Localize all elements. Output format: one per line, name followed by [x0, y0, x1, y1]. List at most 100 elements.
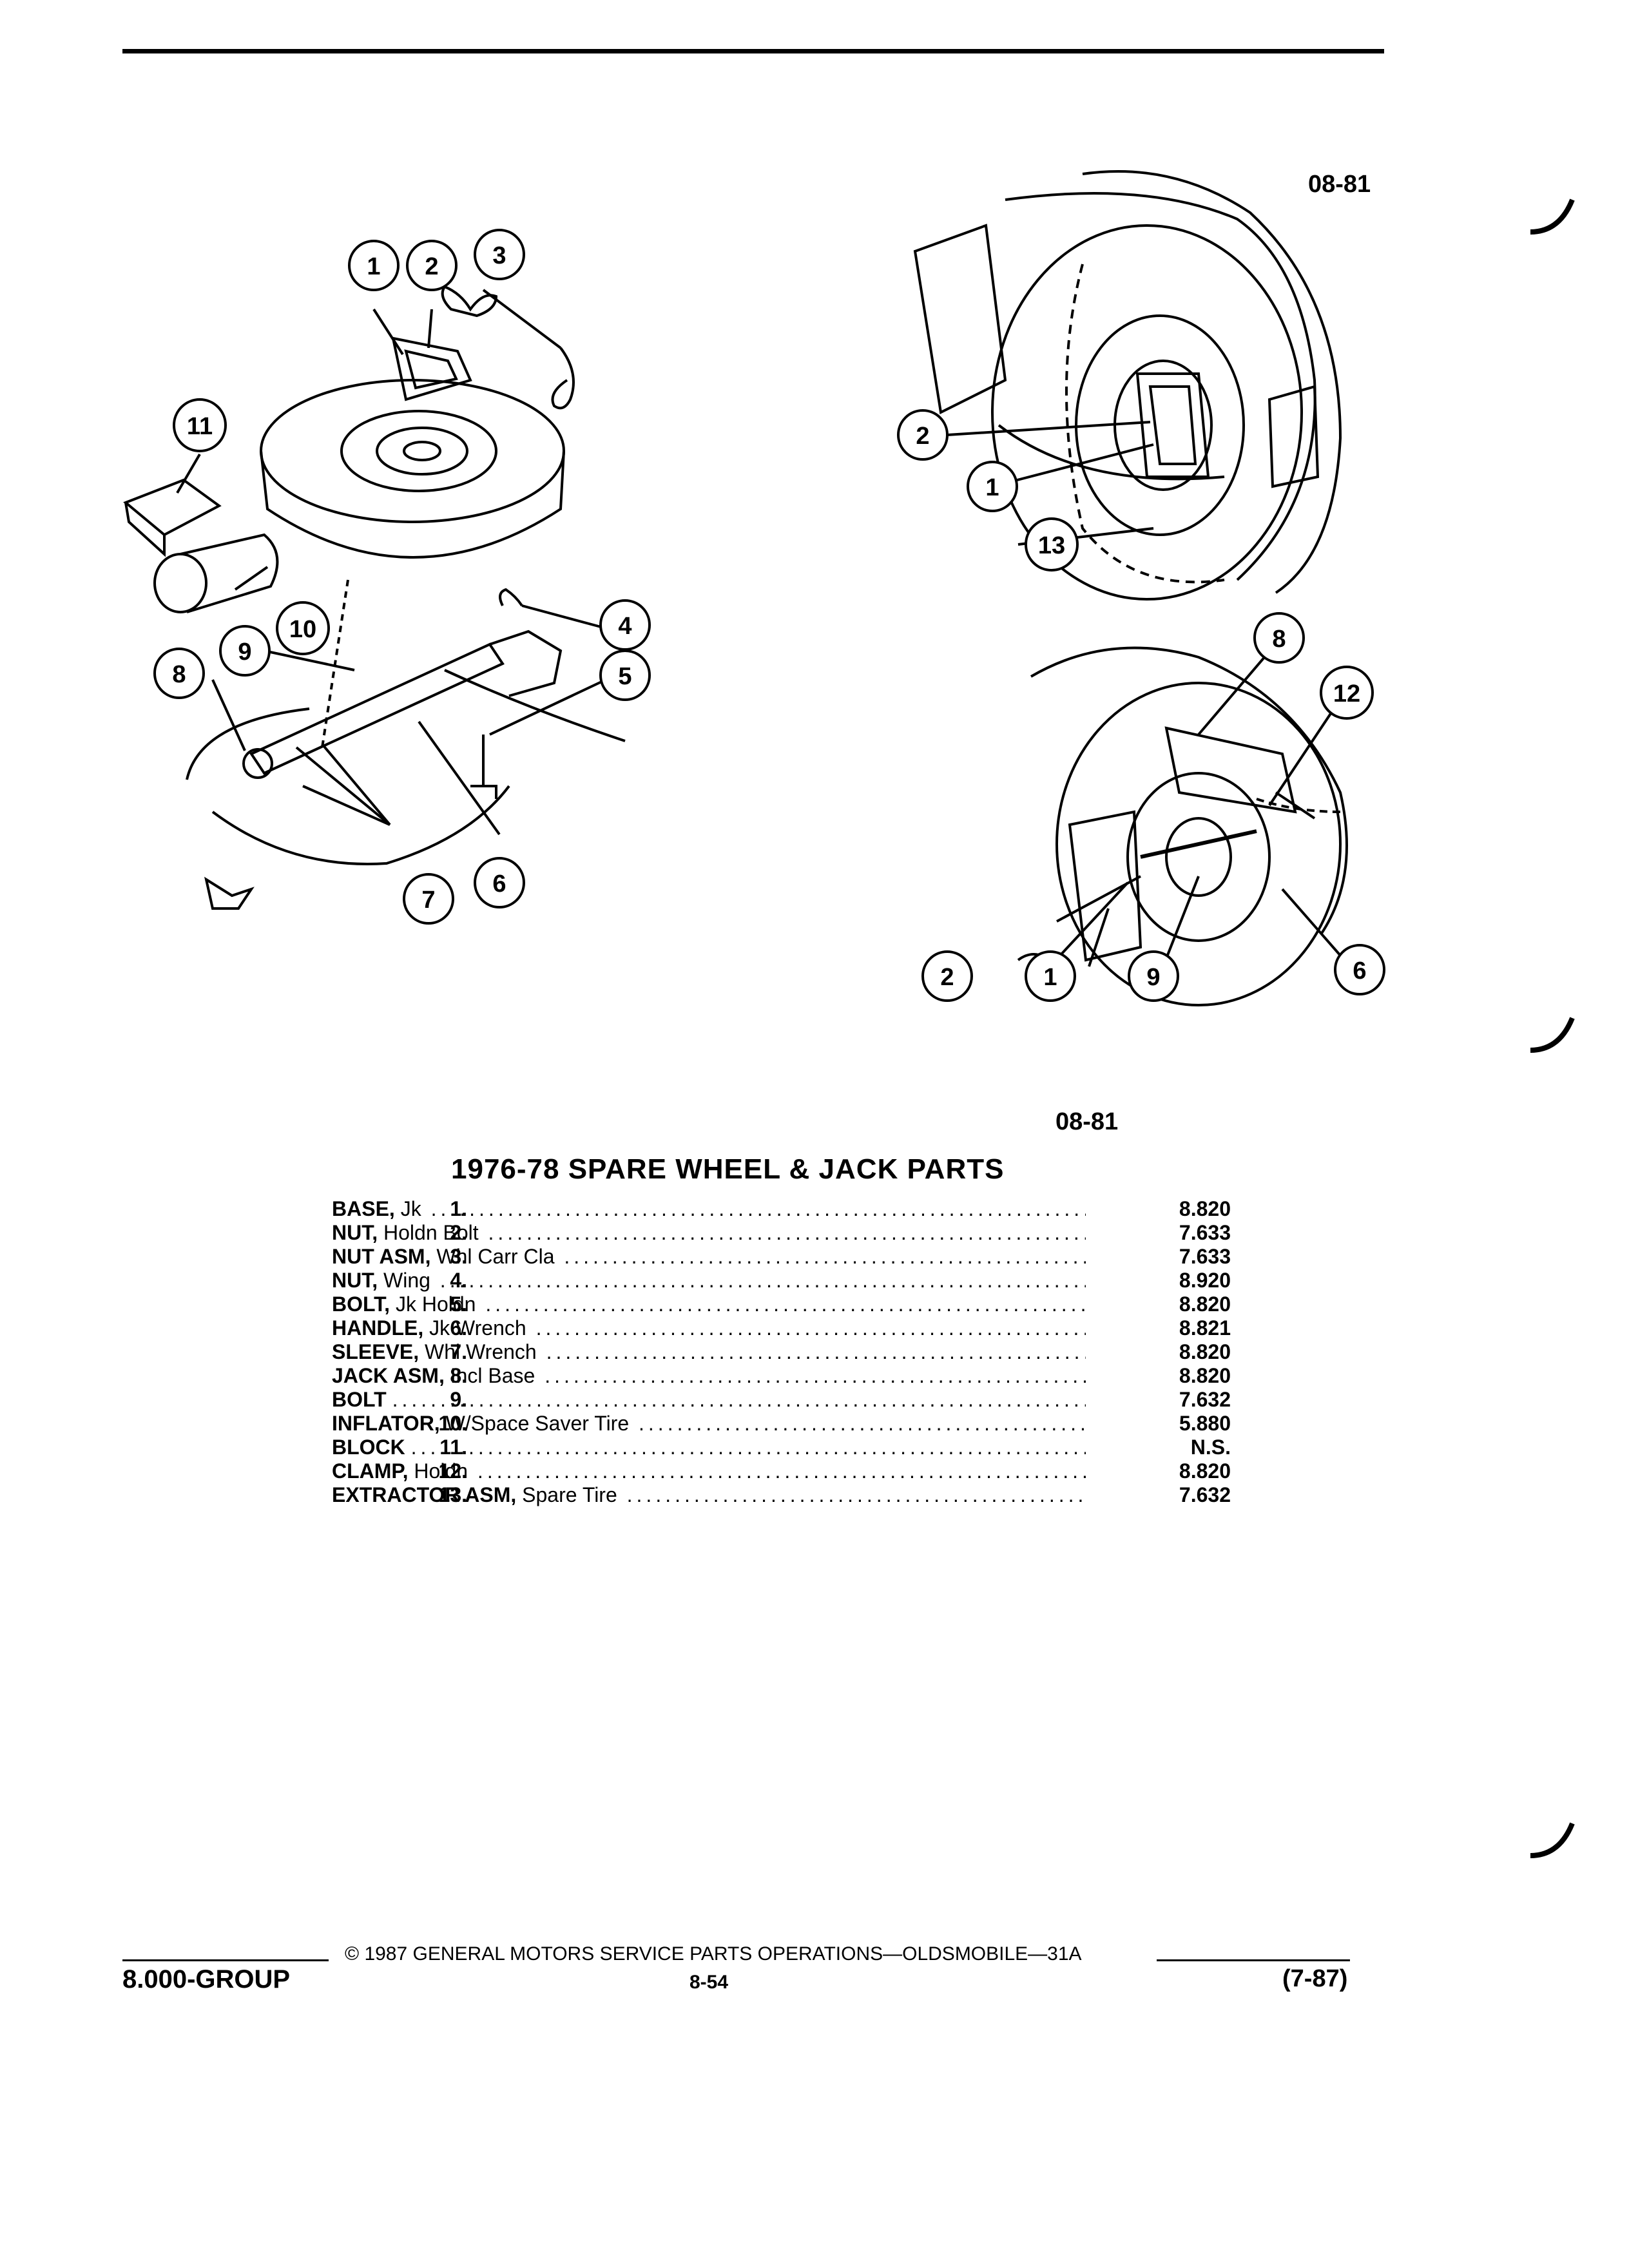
part-group-number: 8.820: [1179, 1197, 1231, 1220]
leader-dots: ........................................…: [639, 1412, 1086, 1435]
part-group-number: 5.880: [1179, 1412, 1231, 1435]
part-number: 11.: [439, 1436, 467, 1459]
part-name: HANDLE,: [332, 1316, 424, 1340]
svg-text:1: 1: [985, 474, 999, 501]
part-detail: Whl Carr Cla: [436, 1245, 555, 1268]
svg-text:1: 1: [367, 253, 380, 280]
leader-dots: ........................................…: [392, 1388, 1086, 1411]
part-detail: Jk Wrench: [429, 1316, 526, 1340]
part-name: BOLT,: [332, 1293, 390, 1316]
leader-dots: ........................................…: [485, 1293, 1086, 1316]
leader-dots: ........................................…: [545, 1364, 1086, 1387]
svg-text:2: 2: [916, 423, 929, 450]
svg-text:2: 2: [425, 253, 438, 280]
svg-text:8: 8: [1272, 626, 1286, 653]
part-description: BOLT, Jk Holdn .........................…: [332, 1293, 1086, 1316]
svg-text:1: 1: [1043, 964, 1057, 991]
part-detail: Spare Tire: [522, 1483, 617, 1506]
part-number: 4.: [450, 1269, 467, 1292]
leader-dots: ........................................…: [488, 1221, 1086, 1244]
part-name: JACK ASM,: [332, 1364, 445, 1387]
svg-text:5: 5: [618, 663, 631, 690]
part-name: INFLATOR,: [332, 1412, 440, 1435]
part-description: EXTRACTOR ASM, Spare Tire ..............…: [332, 1483, 1086, 1507]
part-group-number: 7.632: [1179, 1483, 1231, 1506]
part-name: CLAMP,: [332, 1459, 409, 1483]
right-bottom-illustration: 8 12 2 1 9 6: [921, 612, 1385, 1006]
part-number: 6.: [450, 1316, 467, 1340]
leader-dots: ........................................…: [535, 1316, 1086, 1340]
part-row: 11.BLOCK ...............................…: [213, 1436, 1231, 1459]
left-exploded-illustration: 1 2 3 11 10 4 9 8 5 7 6: [123, 229, 651, 925]
svg-text:3: 3: [492, 242, 506, 269]
svg-text:10: 10: [289, 616, 316, 643]
part-number: 9.: [450, 1388, 467, 1411]
part-description: BASE, Jk ...............................…: [332, 1197, 1086, 1221]
part-number: 13.: [438, 1483, 467, 1506]
part-name: NUT,: [332, 1221, 378, 1244]
part-detail: Holdn Bolt: [383, 1221, 479, 1244]
leader-dots: ........................................…: [477, 1459, 1086, 1483]
margin-mark-1: [1530, 198, 1575, 235]
part-detail: Holdn: [414, 1459, 468, 1483]
footer-rule-right: [1157, 1959, 1350, 1961]
part-row: 5.BOLT, Jk Holdn .......................…: [213, 1293, 1231, 1316]
part-row: 3.NUT ASM, Whl Carr Cla ................…: [213, 1245, 1231, 1269]
right-top-illustration: 2 1 13: [897, 170, 1342, 601]
figure-code-lower: 08-81: [1055, 1108, 1119, 1135]
part-row: 2.NUT, Holdn Bolt ......................…: [213, 1221, 1231, 1245]
part-detail: Wing: [383, 1269, 430, 1292]
part-row: 6.HANDLE, Jk Wrench ....................…: [213, 1316, 1231, 1340]
part-name: SLEEVE,: [332, 1340, 419, 1363]
part-name: BASE,: [332, 1197, 395, 1220]
svg-text:12: 12: [1333, 680, 1360, 707]
footer-page-number: 8-54: [689, 1972, 729, 1993]
svg-text:6: 6: [1353, 957, 1366, 985]
leader-dots: ........................................…: [410, 1436, 1086, 1459]
part-group-number: 7.633: [1179, 1221, 1231, 1244]
footer-group: 8.000-GROUP: [122, 1965, 291, 1994]
part-name: NUT,: [332, 1269, 378, 1292]
margin-mark-2: [1530, 1017, 1575, 1053]
footer-rule-left: [122, 1959, 329, 1961]
part-row: 10.INFLATOR, W/Space Saver Tire ........…: [213, 1412, 1231, 1436]
leader-dots: ........................................…: [564, 1245, 1086, 1268]
part-detail: Jk Holdn: [395, 1293, 476, 1316]
footer-copyright: © 1987 GENERAL MOTORS SERVICE PARTS OPER…: [345, 1943, 1082, 1965]
part-detail: W/Space Saver Tire: [445, 1412, 630, 1435]
part-description: NUT, Holdn Bolt ........................…: [332, 1221, 1086, 1245]
part-name: BLOCK: [332, 1436, 405, 1459]
part-description: HANDLE, Jk Wrench ......................…: [332, 1316, 1086, 1340]
part-number: 7.: [450, 1340, 467, 1363]
part-description: BOLT ...................................…: [332, 1388, 1086, 1412]
part-number: 8.: [450, 1364, 467, 1387]
part-description: BLOCK ..................................…: [332, 1436, 1086, 1459]
part-group-number: 7.633: [1179, 1245, 1231, 1268]
part-number: 12.: [438, 1459, 467, 1483]
leader-dots: ........................................…: [546, 1340, 1086, 1363]
right-top-callouts: 2 1 13: [897, 409, 1079, 572]
svg-text:9: 9: [238, 639, 251, 666]
part-row: 13.EXTRACTOR ASM, Spare Tire ...........…: [213, 1483, 1231, 1507]
svg-text:9: 9: [1146, 964, 1160, 991]
svg-text:4: 4: [618, 613, 631, 640]
margin-mark-3: [1530, 1822, 1575, 1858]
part-description: CLAMP, Holdn ...........................…: [332, 1459, 1086, 1483]
part-row: 8.JACK ASM, Incl Base ..................…: [213, 1364, 1231, 1388]
leader-dots: ........................................…: [626, 1483, 1086, 1506]
svg-text:8: 8: [172, 661, 186, 688]
parts-list: 1.BASE, Jk .............................…: [213, 1197, 1231, 1507]
leader-dots: ........................................…: [439, 1269, 1086, 1292]
part-number: 1.: [450, 1197, 467, 1220]
part-group-number: 7.632: [1179, 1388, 1231, 1411]
svg-text:7: 7: [421, 887, 435, 914]
part-description: INFLATOR, W/Space Saver Tire ...........…: [332, 1412, 1086, 1436]
part-row: 4. NUT, Wing ............................…: [213, 1269, 1231, 1293]
part-group-number: 8.820: [1179, 1459, 1231, 1483]
part-name: EXTRACTOR ASM,: [332, 1483, 517, 1506]
part-number: 2.: [450, 1221, 467, 1244]
top-rule: [122, 49, 1384, 53]
part-group-number: 8.821: [1179, 1316, 1231, 1340]
part-name: BOLT: [332, 1388, 387, 1411]
footer-date: (7-87): [1282, 1965, 1348, 1992]
